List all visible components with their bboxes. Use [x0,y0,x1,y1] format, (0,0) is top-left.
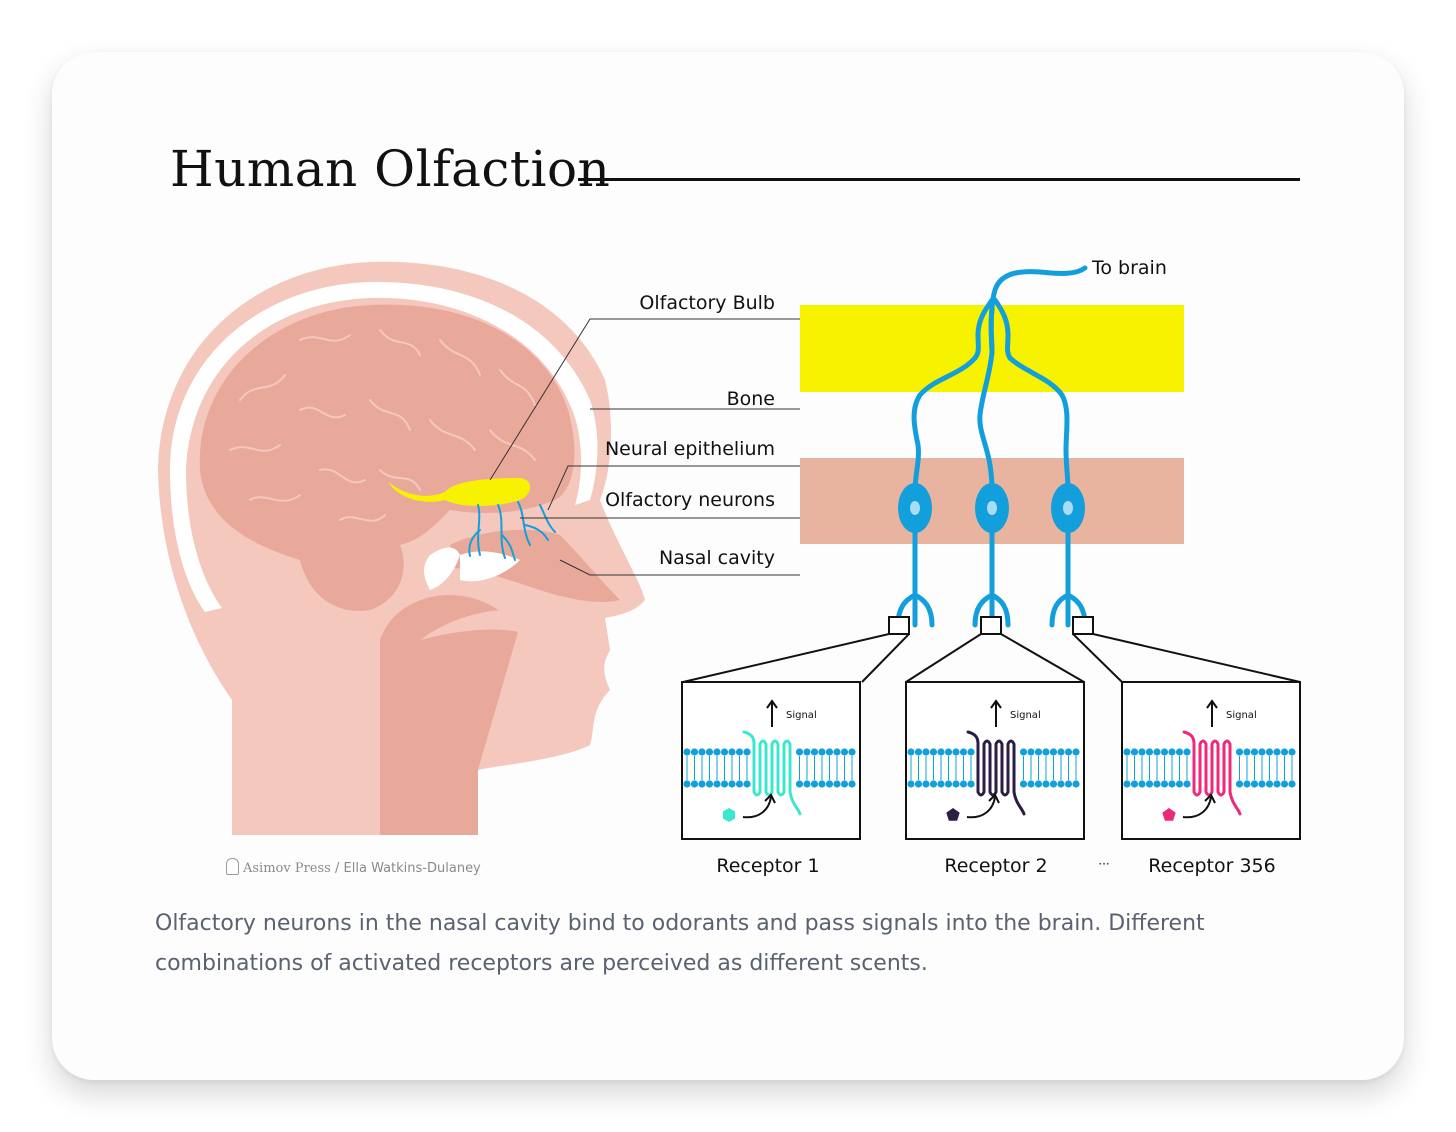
page-title: Human Olfaction [170,140,611,198]
receptor-label-1: Receptor 1 [716,855,819,877]
receptor-label-356: Receptor 356 [1148,855,1275,877]
asimov-logo-icon [226,858,239,875]
receptor-boxes: Signal Signal Signal [681,681,1301,840]
signal-label-3: Signal [1226,710,1257,721]
odorant-molecule-1 [722,808,736,822]
odorant-molecule-2 [946,808,960,821]
label-neural-epithelium: Neural epithelium [605,438,775,460]
head-illustration [158,261,645,835]
receptor-box-1: Signal [681,681,861,840]
odorant-molecule-3 [1162,808,1176,821]
label-olfactory-bulb: Olfactory Bulb [639,292,775,314]
label-nasal-cavity: Nasal cavity [659,547,775,569]
signal-label-2: Signal [1010,710,1041,721]
receptor-box-2: Signal [905,681,1085,840]
zoom-callouts [682,616,1301,683]
label-bone: Bone [727,388,775,410]
neuron-tree [895,265,1088,628]
neuron-bodies [898,483,1085,533]
receptor-box-3: Signal [1121,681,1301,840]
title-rule [578,178,1300,181]
signal-label-1: Signal [786,710,817,721]
figure-caption: Olfactory neurons in the nasal cavity bi… [155,911,1205,976]
credit-separator: / [335,861,340,876]
label-to-brain: To brain [1091,257,1167,279]
receptor-ellipsis: ··· [1098,857,1109,871]
credit-author: Ella Watkins-Dulaney [343,861,481,876]
credit-publisher: Asimov Press [243,861,331,876]
credit-line: Asimov Press / Ella Watkins-Dulaney [226,858,481,876]
receptor-label-2: Receptor 2 [944,855,1047,877]
label-olfactory-neurons: Olfactory neurons [605,489,775,511]
